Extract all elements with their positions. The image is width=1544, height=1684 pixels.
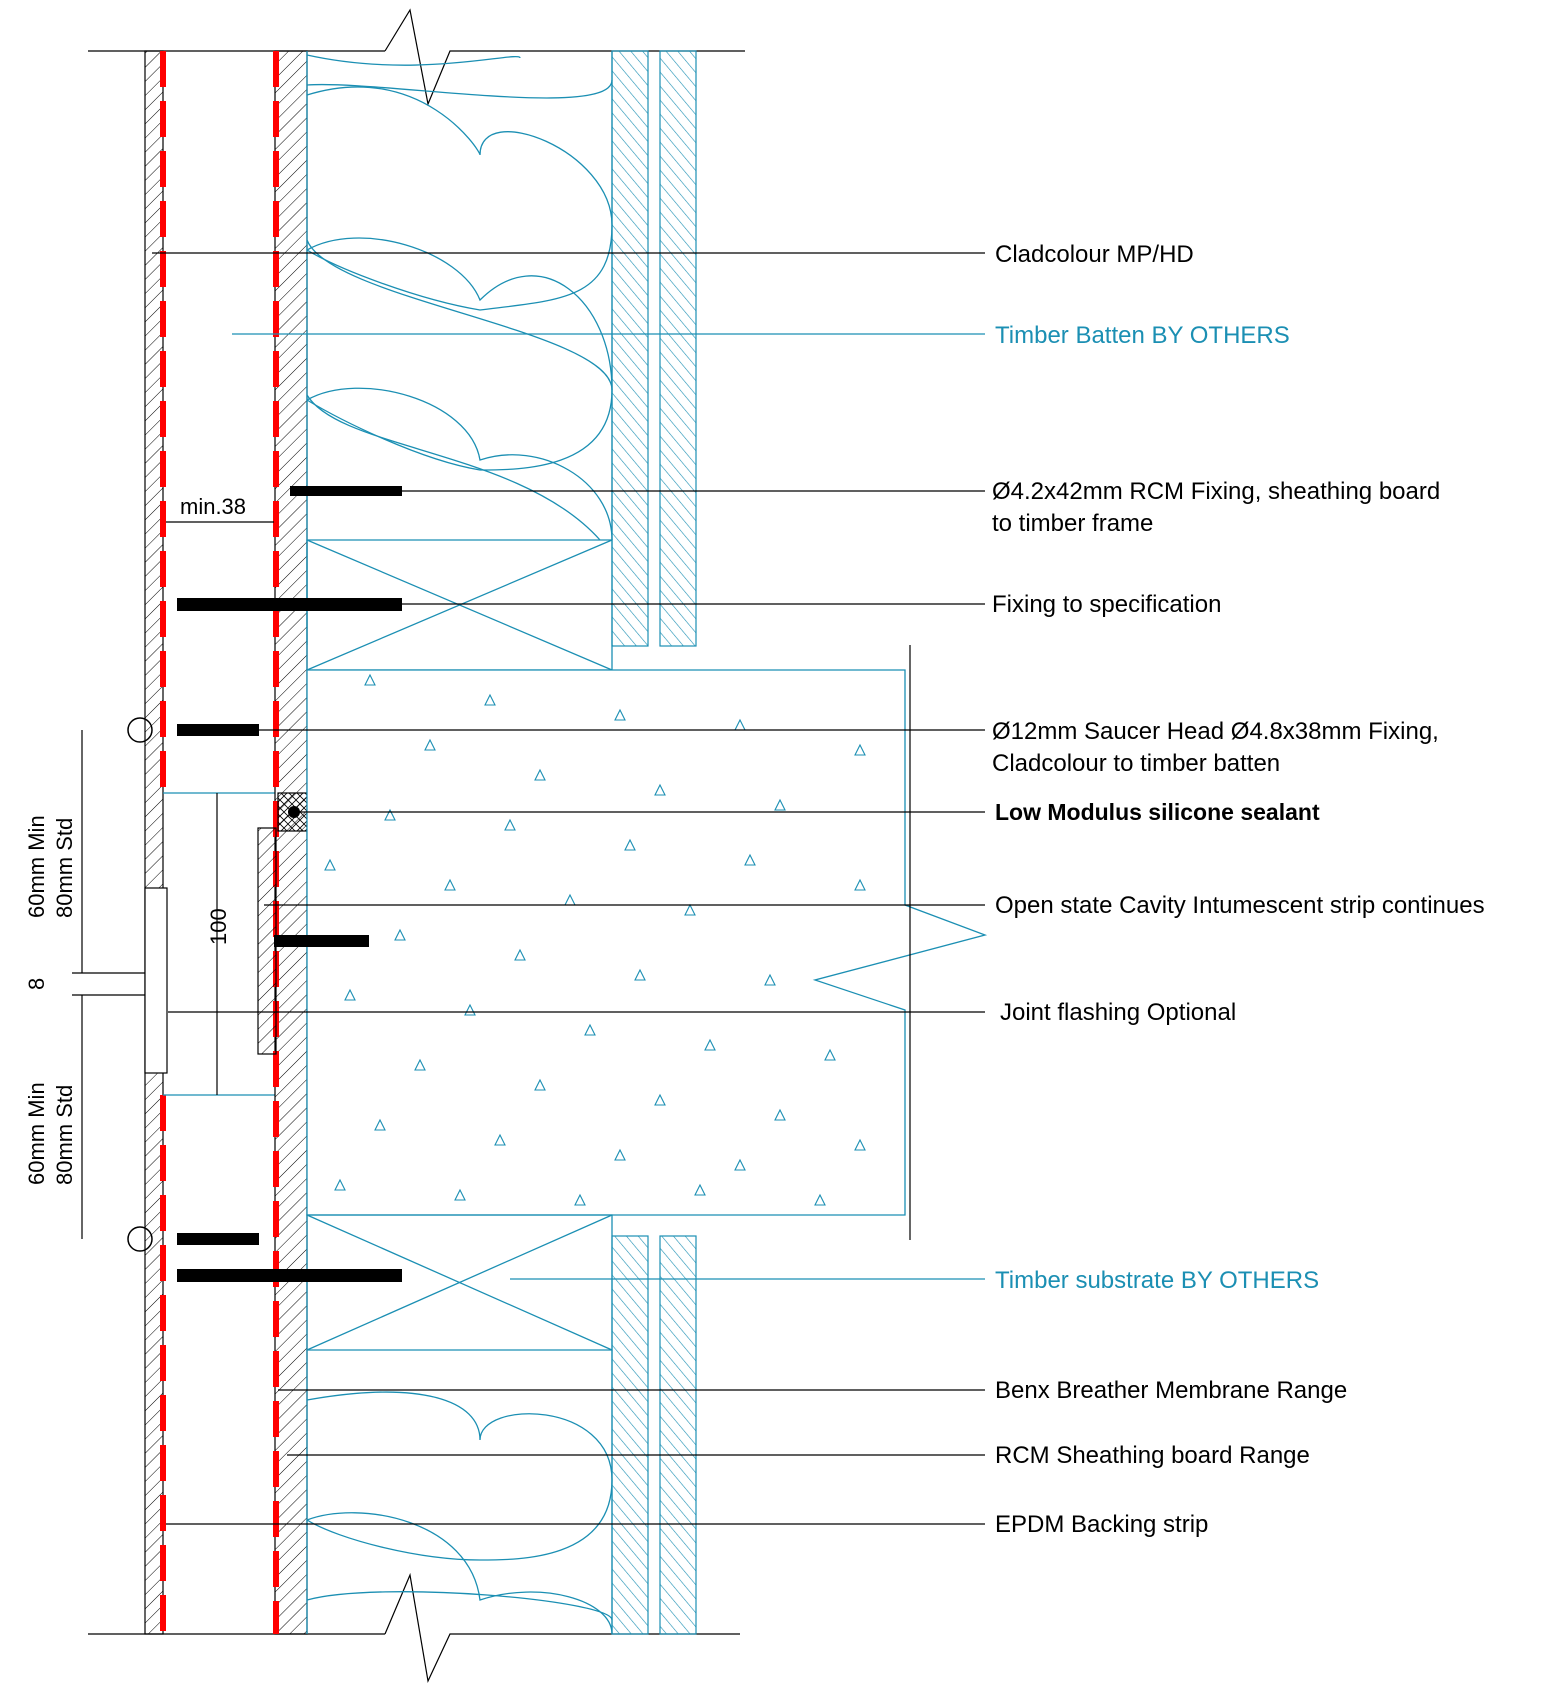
boundary-lines [88,8,745,1683]
label-saucer-line2: Cladcolour to timber batten [992,750,1280,777]
concrete-slab [306,645,988,1240]
label-cladcolour: Cladcolour MP/HD [995,241,1194,268]
label-rcm-fixing-line1: Ø4.2x42mm RCM Fixing, sheathing board [992,478,1440,505]
stud-upper-2 [659,50,697,647]
fixings [127,486,402,1282]
label-intumescent: Open state Cavity Intumescent strip cont… [995,892,1485,919]
label-rcm-fixing-line2: to timber frame [992,510,1153,537]
label-fixing-spec: Fixing to specification [992,591,1221,618]
insulation-upper [306,51,613,671]
label-timber-batten: Timber Batten BY OTHERS [995,322,1290,349]
label-joint-flashing: Joint flashing Optional [1000,999,1236,1026]
intumescent-strip [257,827,277,1055]
dim-lower-min: 60mm Min [24,1082,49,1185]
dim-cavity: min.38 [180,494,246,519]
dimension-lines [72,521,274,1239]
dim-upper-std: 80mm Std [52,818,77,918]
stud-lower-1 [611,1235,649,1635]
label-sheathing: RCM Sheathing board Range [995,1442,1310,1469]
dim-lower-std: 80mm Std [52,1085,77,1185]
stud-upper-1 [611,50,649,647]
dim-gap: 8 [24,978,49,990]
label-epdm: EPDM Backing strip [995,1511,1208,1538]
cladcolour-board [144,50,168,1635]
label-timber-substrate: Timber substrate BY OTHERS [995,1267,1319,1294]
leader-lines [152,252,985,1525]
label-sealant: Low Modulus silicone sealant [995,799,1320,825]
dim-strip: 100 [206,908,231,945]
stud-lower-2 [659,1235,697,1635]
label-breather: Benx Breather Membrane Range [995,1377,1347,1404]
label-saucer-line1: Ø12mm Saucer Head Ø4.8x38mm Fixing, [992,718,1439,745]
sheathing-board [274,50,308,1635]
dim-upper-min: 60mm Min [24,815,49,918]
